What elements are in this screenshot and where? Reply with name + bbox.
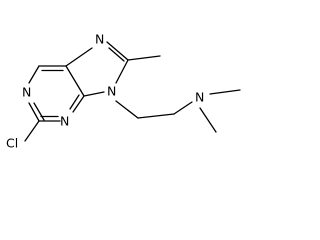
bond-n1-c6 [28,65,40,84]
bond-ch2-ch2 [137,113,175,119]
atom-label-n-pyrimidine-bottom: N [60,114,69,129]
atom-label-n-imidazole-top: N [95,32,104,47]
atom-label-n-imidazole-ring: N [107,84,116,99]
atom-label-n-amine: N [195,90,204,105]
bond-c2-cl [24,120,40,142]
bond-c5-n7 [65,47,93,67]
bond-n9-c4 [83,91,105,97]
bond-c2-n1-double [33,102,45,121]
bond-c4-n3 [72,95,85,113]
atom-label-chlorine: Cl [6,136,18,151]
bond-namine-methyl-down [199,107,217,133]
bond-n9-ch2 [115,100,139,119]
bond-namine-methyl-right [209,89,241,95]
bond-n7-c8 [106,41,129,61]
bond-ch2-namine [173,101,193,115]
bond-c8-n9 [115,59,129,84]
bond-c2-n1 [28,102,40,122]
bond-n7-c8-double [108,47,125,62]
molecule-structure-diagram: N N N N N Cl [6,32,241,151]
atom-label-n-pyrimidine-top: N [22,85,31,100]
bond-c8-methyl [127,55,161,61]
bond-c4-n3-double [69,94,80,110]
bond-c5-c4 [65,65,85,97]
